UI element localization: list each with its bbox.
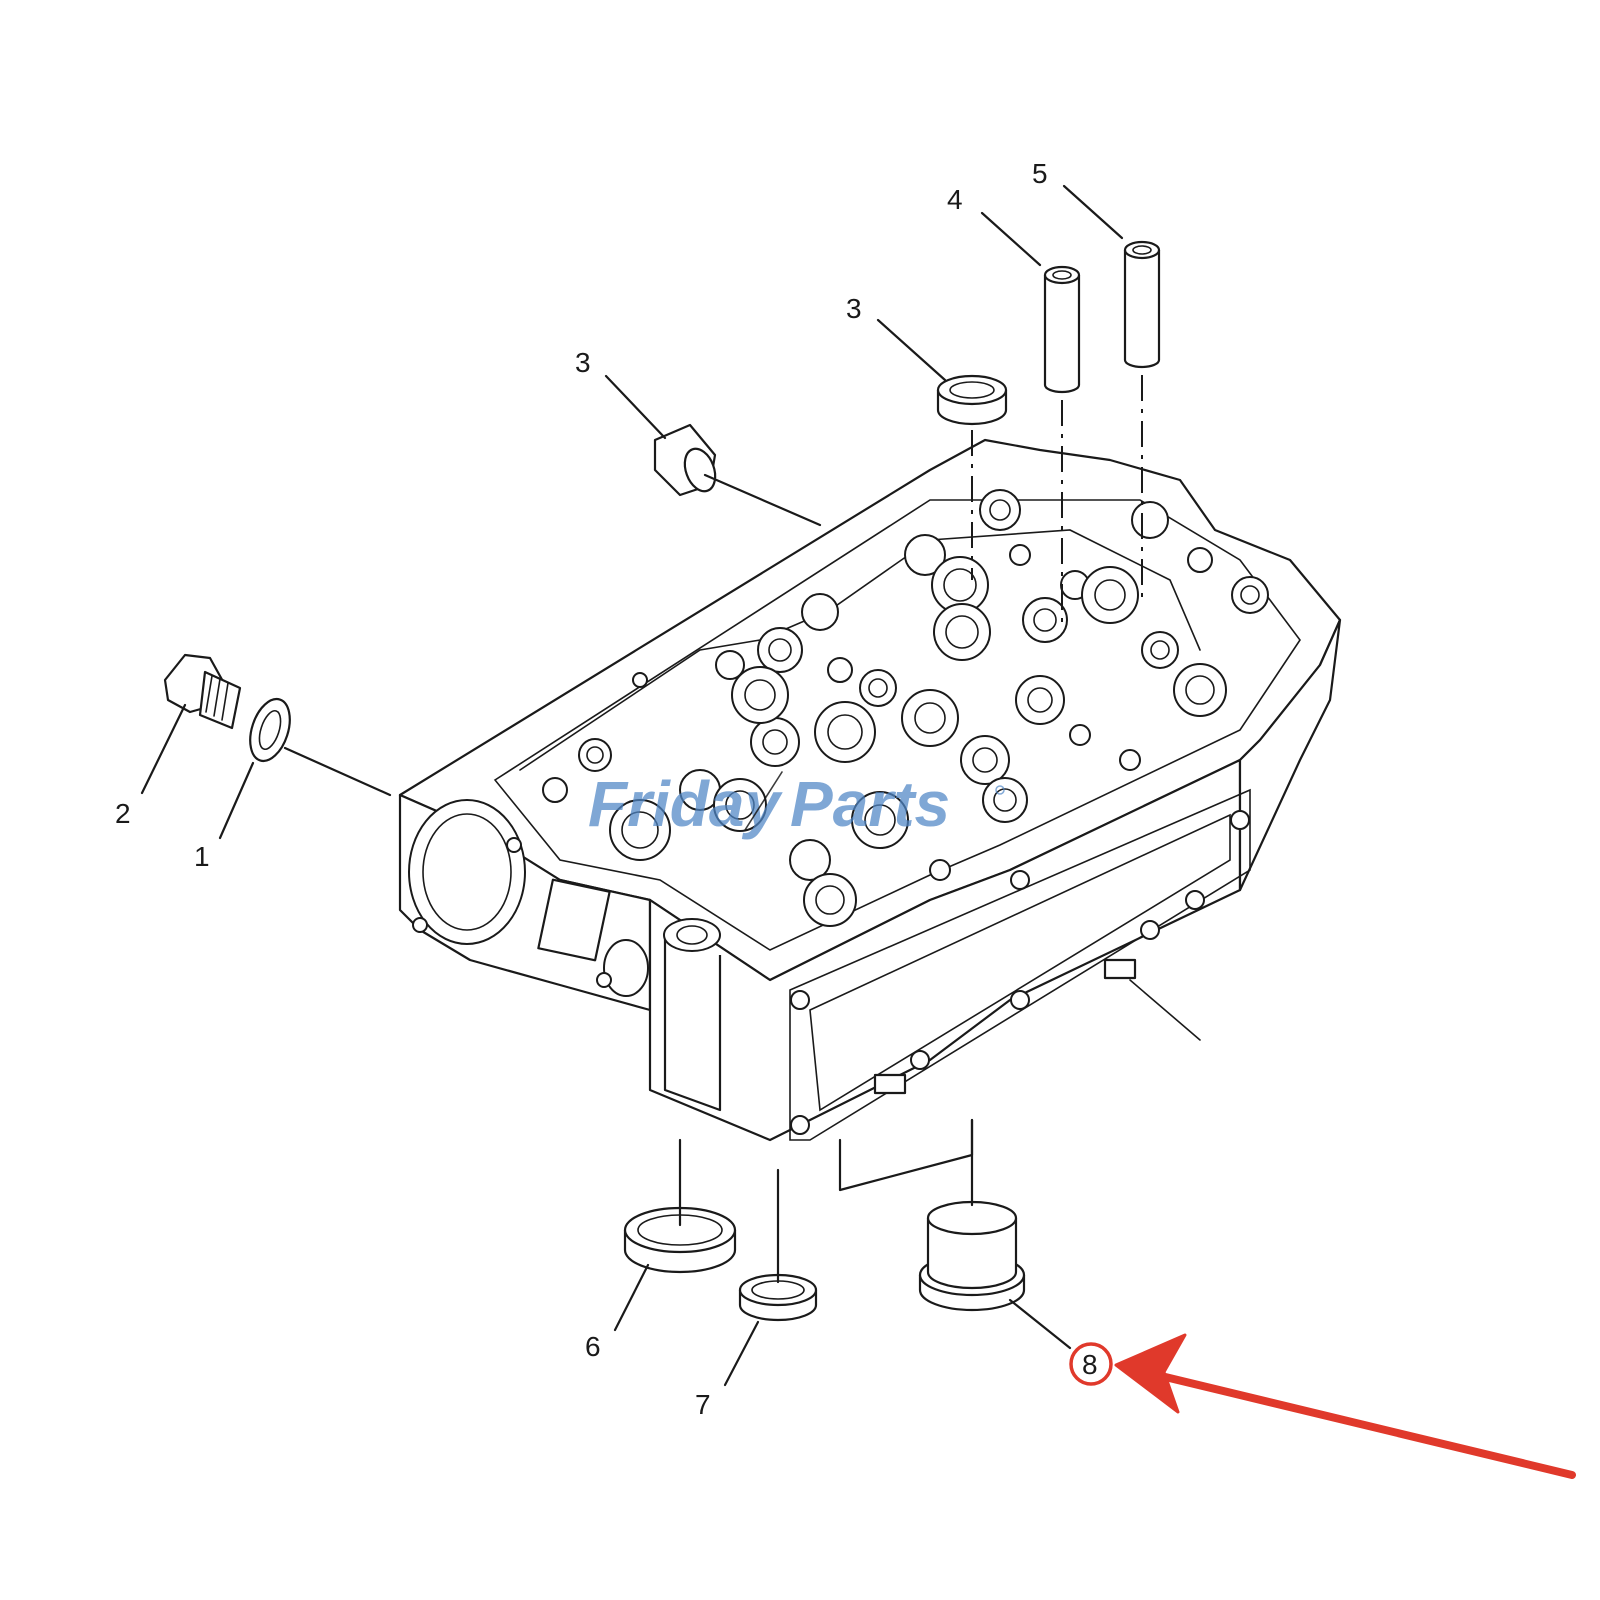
watermark-text-parts: Parts <box>790 768 950 840</box>
part-2-plug <box>163 653 242 730</box>
part-6-ring <box>623 1138 737 1274</box>
highlight-circle <box>1069 1342 1113 1386</box>
callout-1: 1 <box>194 841 210 872</box>
part-5-pin <box>1123 240 1161 600</box>
callout-7: 7 <box>695 1389 711 1420</box>
part-7-ring <box>738 1168 818 1322</box>
watermark-logo: Friday Parts <box>588 768 1005 840</box>
callout-3-top: 3 <box>846 293 862 324</box>
callout-3-left: 3 <box>575 347 591 378</box>
watermark-text-friday: Friday <box>588 768 783 840</box>
part-3-plug-left <box>653 423 822 527</box>
callout-8: 8 <box>1082 1349 1098 1380</box>
callout-4: 4 <box>947 184 963 215</box>
red-arrow-icon <box>1124 1364 1576 1479</box>
callout-labels: 1 2 3 3 4 5 6 7 8 <box>115 158 1098 1420</box>
callout-6: 6 <box>585 1331 601 1362</box>
highlight-annotation <box>1069 1333 1576 1479</box>
leader-lines <box>140 184 1124 1387</box>
callout-5: 5 <box>1032 158 1048 189</box>
deck-holes <box>542 489 1269 927</box>
cylinder-head <box>398 438 1342 1142</box>
callout-2: 2 <box>115 798 131 829</box>
part-8-cup-plug <box>838 979 1201 1312</box>
part-3-seal-top <box>936 374 1008 580</box>
part-4-pin <box>1043 265 1081 630</box>
red-arrow-head-icon <box>1114 1333 1187 1414</box>
part-1-washer <box>249 697 392 797</box>
